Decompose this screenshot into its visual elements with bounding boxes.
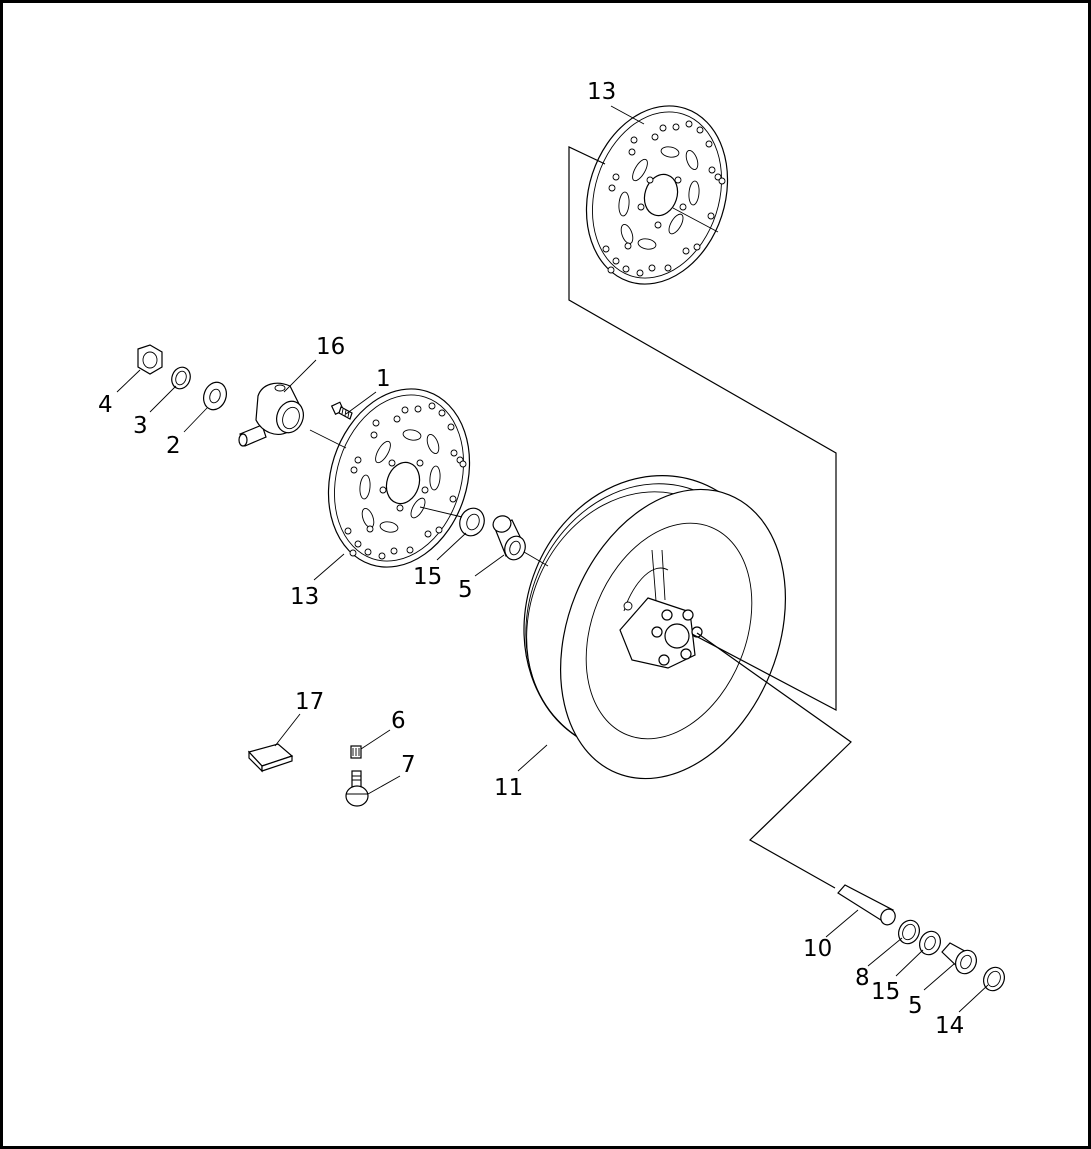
callout-13-top: 13 <box>587 79 616 105</box>
callout-5-left: 5 <box>458 577 473 603</box>
callout-4: 4 <box>98 392 113 418</box>
callout-7: 7 <box>401 752 416 778</box>
wheel-weight <box>247 743 294 773</box>
callout-13-left: 13 <box>290 584 319 610</box>
callout-5-right: 5 <box>908 993 923 1019</box>
valve-cap <box>350 745 362 759</box>
leader-lines <box>116 105 989 1013</box>
flat-washer <box>203 381 227 411</box>
spacer-washer <box>898 919 920 945</box>
callout-14: 14 <box>935 1013 964 1039</box>
callout-17: 17 <box>295 689 324 715</box>
callout-3: 3 <box>133 413 148 439</box>
callout-10: 10 <box>803 936 832 962</box>
axle <box>837 884 896 926</box>
callout-15-right: 15 <box>871 979 900 1005</box>
callout-2: 2 <box>166 433 181 459</box>
bearing-left <box>459 507 485 537</box>
seal <box>983 966 1005 992</box>
assembly-lines <box>309 146 852 889</box>
bearing-right <box>919 930 941 956</box>
callout-16: 16 <box>316 334 345 360</box>
wheel <box>523 475 787 780</box>
callout-8: 8 <box>855 965 870 991</box>
callout-15-left: 15 <box>413 564 442 590</box>
speedometer-drive <box>238 382 304 447</box>
callout-1: 1 <box>376 366 391 392</box>
valve-stem <box>345 770 369 807</box>
callout-labels: 13 16 1 4 3 2 13 15 5 17 6 7 11 10 8 15 … <box>98 79 964 1039</box>
brake-disc-left <box>327 388 471 568</box>
callout-6: 6 <box>391 708 406 734</box>
spacer-left <box>492 515 526 561</box>
axle-nut <box>137 344 163 375</box>
brake-disc-top <box>585 105 729 285</box>
bolt <box>330 401 353 420</box>
callout-11: 11 <box>494 775 523 801</box>
spacer-right <box>941 942 977 975</box>
lock-washer <box>171 366 191 390</box>
